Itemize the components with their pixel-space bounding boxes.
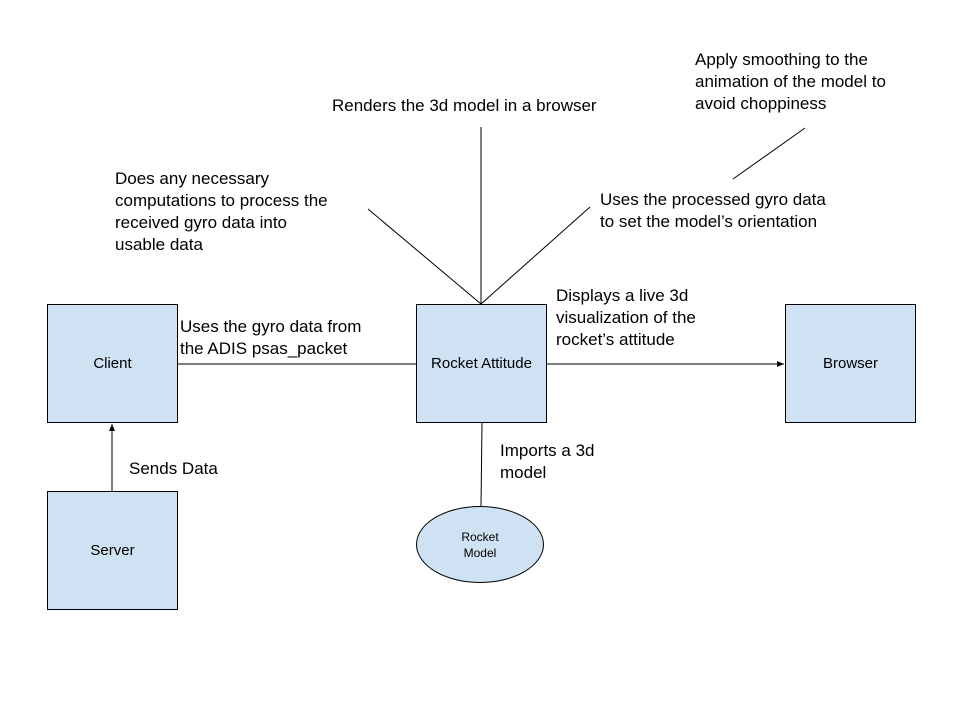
rocket-attitude-to-model-line xyxy=(480,422,483,507)
computations-note: Does any necessary computations to proce… xyxy=(115,169,328,254)
gyro-from-adis-note: Uses the gyro data from the ADIS psas_pa… xyxy=(180,317,362,358)
rocket-model-ellipse: Rocket Model xyxy=(416,506,544,583)
displays-live-note: Displays a live 3d visualization of the … xyxy=(556,286,696,349)
browser-label: Browser xyxy=(822,355,878,372)
renders-note: Renders the 3d model in a browser xyxy=(332,96,597,115)
line-to-smoothing-note xyxy=(732,127,806,180)
line-to-computations-note xyxy=(367,208,482,305)
browser-box: Browser xyxy=(785,304,916,423)
rocket-attitude-box: Rocket Attitude xyxy=(416,304,547,423)
server-label: Server xyxy=(90,542,135,559)
orientation-note: Uses the processed gyro data to set the … xyxy=(600,190,826,231)
client-label: Client xyxy=(93,355,132,372)
client-box: Client xyxy=(47,304,178,423)
sends-data-note: Sends Data xyxy=(129,459,218,478)
imports-model-note: Imports a 3d model xyxy=(500,441,595,482)
line-to-orientation-note xyxy=(480,206,591,305)
rocket-attitude-label: Rocket Attitude xyxy=(431,355,532,372)
server-box: Server xyxy=(47,491,178,610)
smoothing-note: Apply smoothing to the animation of the … xyxy=(695,50,886,113)
rocket-model-label: Rocket Model xyxy=(461,529,499,560)
